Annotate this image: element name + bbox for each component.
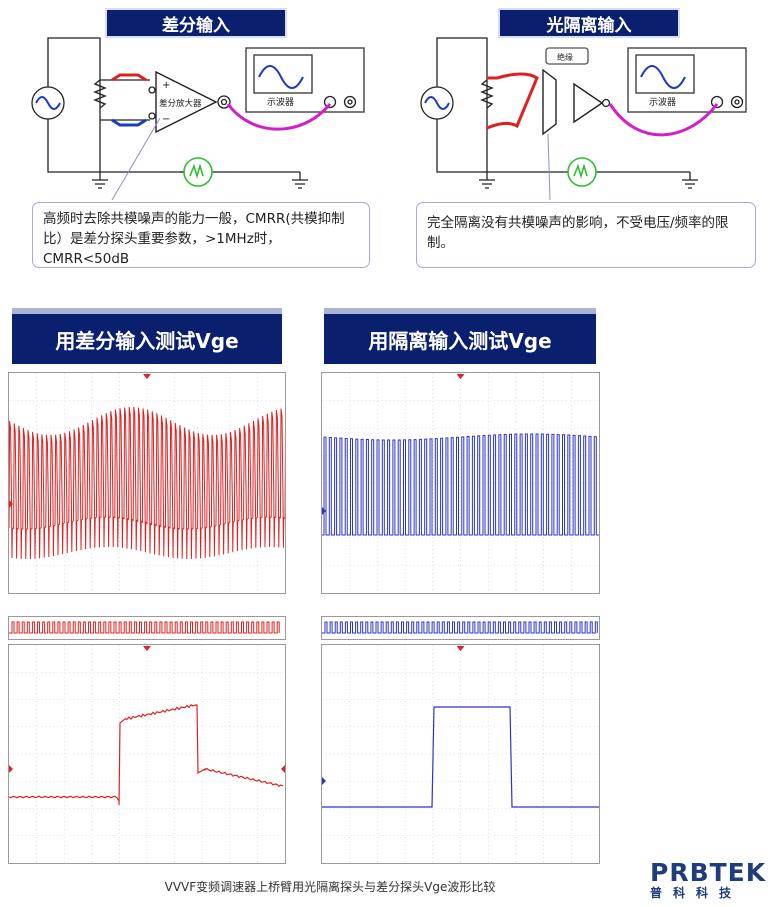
receiver-buffer-icon xyxy=(573,82,604,124)
amp-label: 差分放大器 xyxy=(159,98,202,109)
trigger-marker xyxy=(143,374,151,379)
trigger-marker xyxy=(143,646,151,651)
optical-scope-strip xyxy=(321,616,600,640)
isolation-label: 绝缘 xyxy=(557,52,573,62)
optical-input-title: 光隔离输入 xyxy=(498,8,680,38)
scope-label-left: 示波器 xyxy=(267,96,294,108)
differential-input-title: 差分输入 xyxy=(105,8,287,38)
optical-circuit xyxy=(420,37,747,200)
differential-note: 高频时去除共模噪声的能力一般，CMRR(共模抑制比）是差分探头重要参数，>1MH… xyxy=(32,202,370,268)
ground-icon xyxy=(292,172,308,189)
company-logo: PRBTEK 普科科技 xyxy=(650,858,765,901)
overview-waveform xyxy=(9,621,280,634)
amp-plus-label: + xyxy=(162,80,170,91)
logo-main: PRBTEK xyxy=(650,858,767,887)
ground-icon xyxy=(92,172,108,189)
amp-minus-label: − xyxy=(162,114,170,125)
differential-amplifier-icon xyxy=(155,70,218,134)
optical-scope-top xyxy=(321,372,600,594)
differential-scope-strip xyxy=(8,616,286,640)
trigger-marker xyxy=(456,646,465,651)
differential-circuit xyxy=(31,37,365,200)
resistor xyxy=(93,79,107,109)
scope-grid xyxy=(322,645,599,863)
optical-scope-zoom xyxy=(321,644,600,864)
optical-test-title: 用隔离输入测试Vge xyxy=(324,308,596,364)
differential-scope-top xyxy=(8,372,286,594)
optical-zoom-waveform xyxy=(322,706,599,808)
differential-test-title: 用差分输入测试Vge xyxy=(12,308,282,364)
differential-zoom-waveform xyxy=(9,704,284,806)
scope-label-right: 示波器 xyxy=(649,96,676,108)
trigger-marker xyxy=(456,374,465,379)
ground-icon xyxy=(682,172,698,189)
resistor xyxy=(480,79,494,109)
scope-grid xyxy=(9,373,285,593)
circuit-diagrams: + − 差分放大器 示波器 示波器 绝缘 xyxy=(31,37,747,200)
logo-sub: 普科科技 xyxy=(650,886,743,900)
overview-waveform xyxy=(322,621,598,634)
optical-waveform xyxy=(322,433,599,536)
differential-scope-zoom xyxy=(8,644,286,864)
optical-transmitter-icon xyxy=(542,68,557,136)
ground-icon xyxy=(479,172,495,189)
figure-caption: VVVF变频调速器上桥臂用光隔离探头与差分探头Vge波形比较 xyxy=(164,880,496,894)
optical-note: 完全隔离没有共模噪声的影响，不受电压/频率的限制。 xyxy=(416,202,756,268)
scope-grid xyxy=(322,373,599,593)
scope-grid xyxy=(9,645,285,863)
differential-waveform xyxy=(9,406,285,560)
